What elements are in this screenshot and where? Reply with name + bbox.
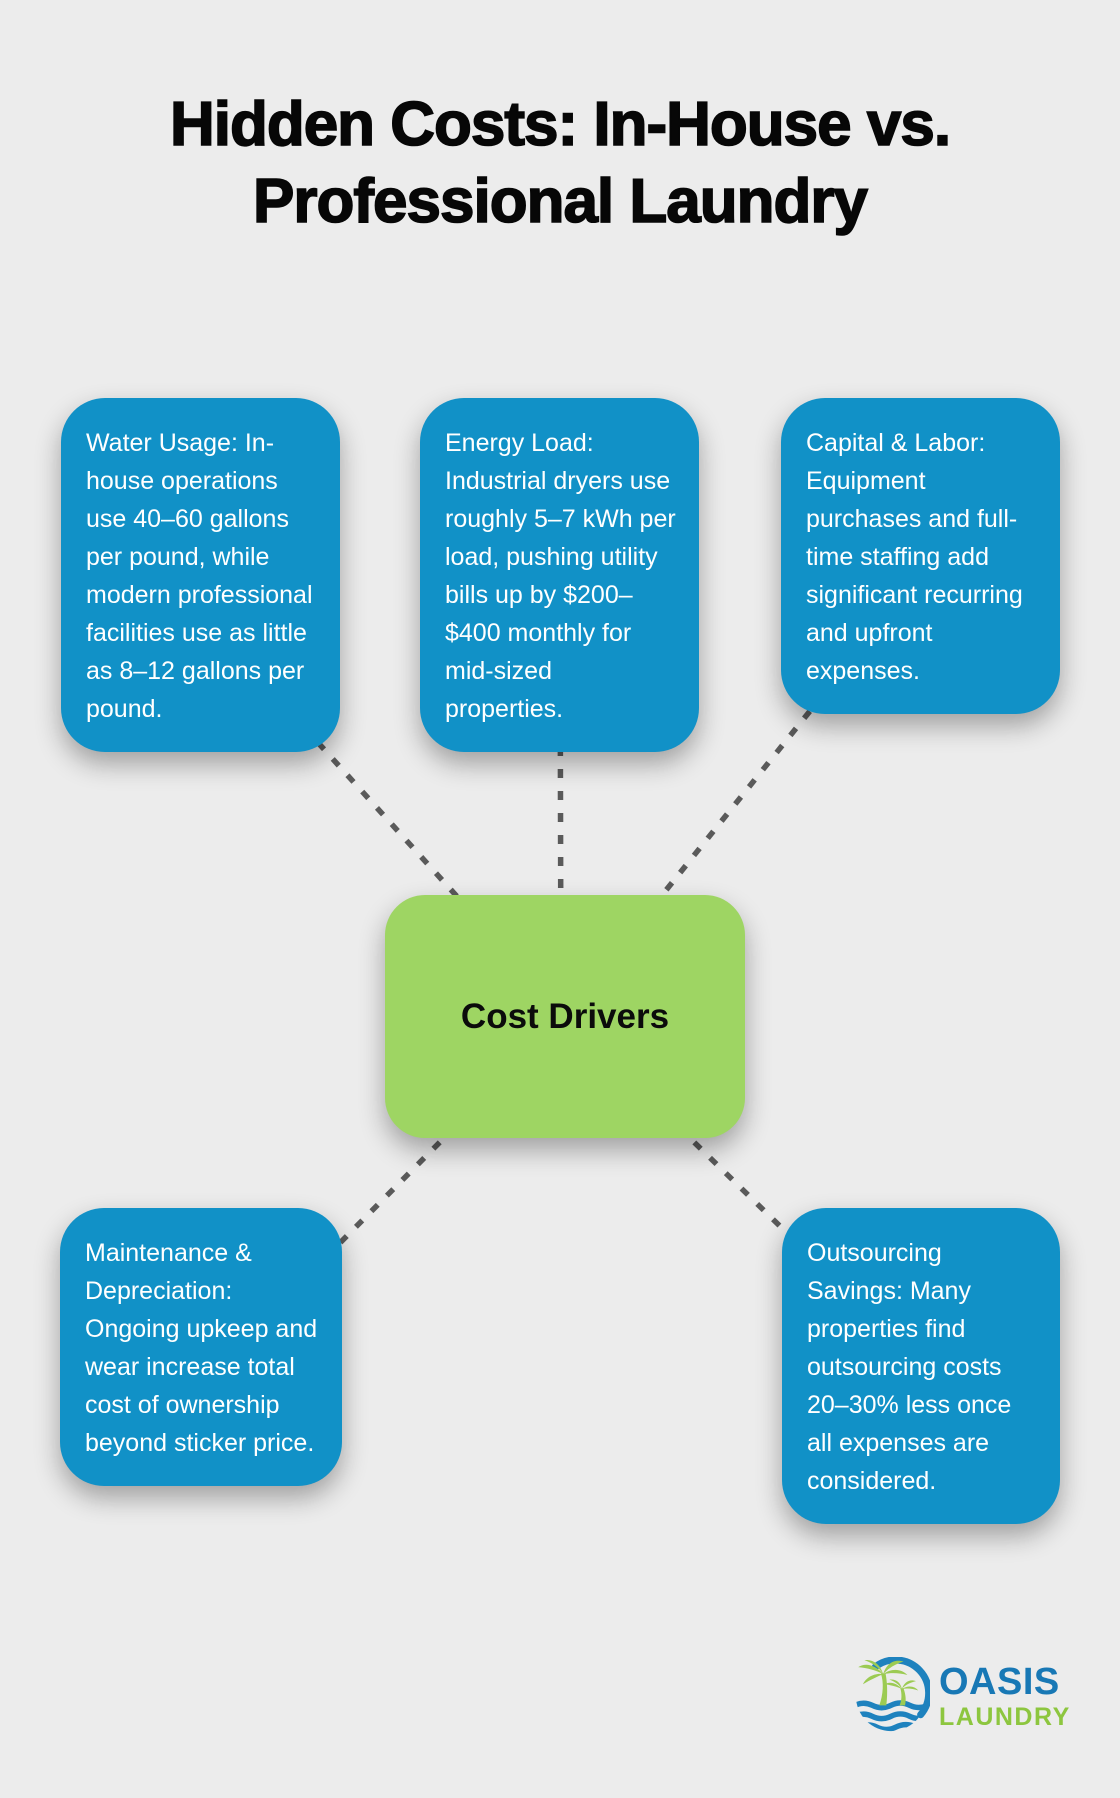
brand-name-bottom: LAUNDRY — [939, 1702, 1071, 1731]
brand-logo-text: OASIS LAUNDRY — [939, 1663, 1071, 1730]
node-capital-labor: Capital & Labor: Equipment purchases and… — [781, 398, 1060, 714]
page-title: Hidden Costs: In-House vs. Professional … — [60, 86, 1060, 240]
brand-name-top: OASIS — [939, 1660, 1060, 1703]
page-title-line2: Professional Laundry — [252, 166, 869, 237]
node-outsourcing-savings: Outsourcing Savings: Many properties fin… — [782, 1208, 1060, 1524]
brand-logo: OASIS LAUNDRY — [852, 1657, 1071, 1735]
node-energy-load: Energy Load: Industrial dryers use rough… — [420, 398, 699, 752]
palm-island-icon — [855, 1657, 930, 1732]
center-node-label: Cost Drivers — [460, 996, 670, 1036]
node-maintenance-depreciation: Maintenance & Depreciation: Ongoing upke… — [60, 1208, 342, 1486]
page-title-line1: Hidden Costs: In-House vs. — [169, 89, 952, 160]
node-water-usage: Water Usage: In-house operations use 40–… — [61, 398, 340, 752]
center-node: Cost Drivers — [385, 895, 745, 1138]
connector-line-outsourcing — [563, 1014, 923, 1366]
